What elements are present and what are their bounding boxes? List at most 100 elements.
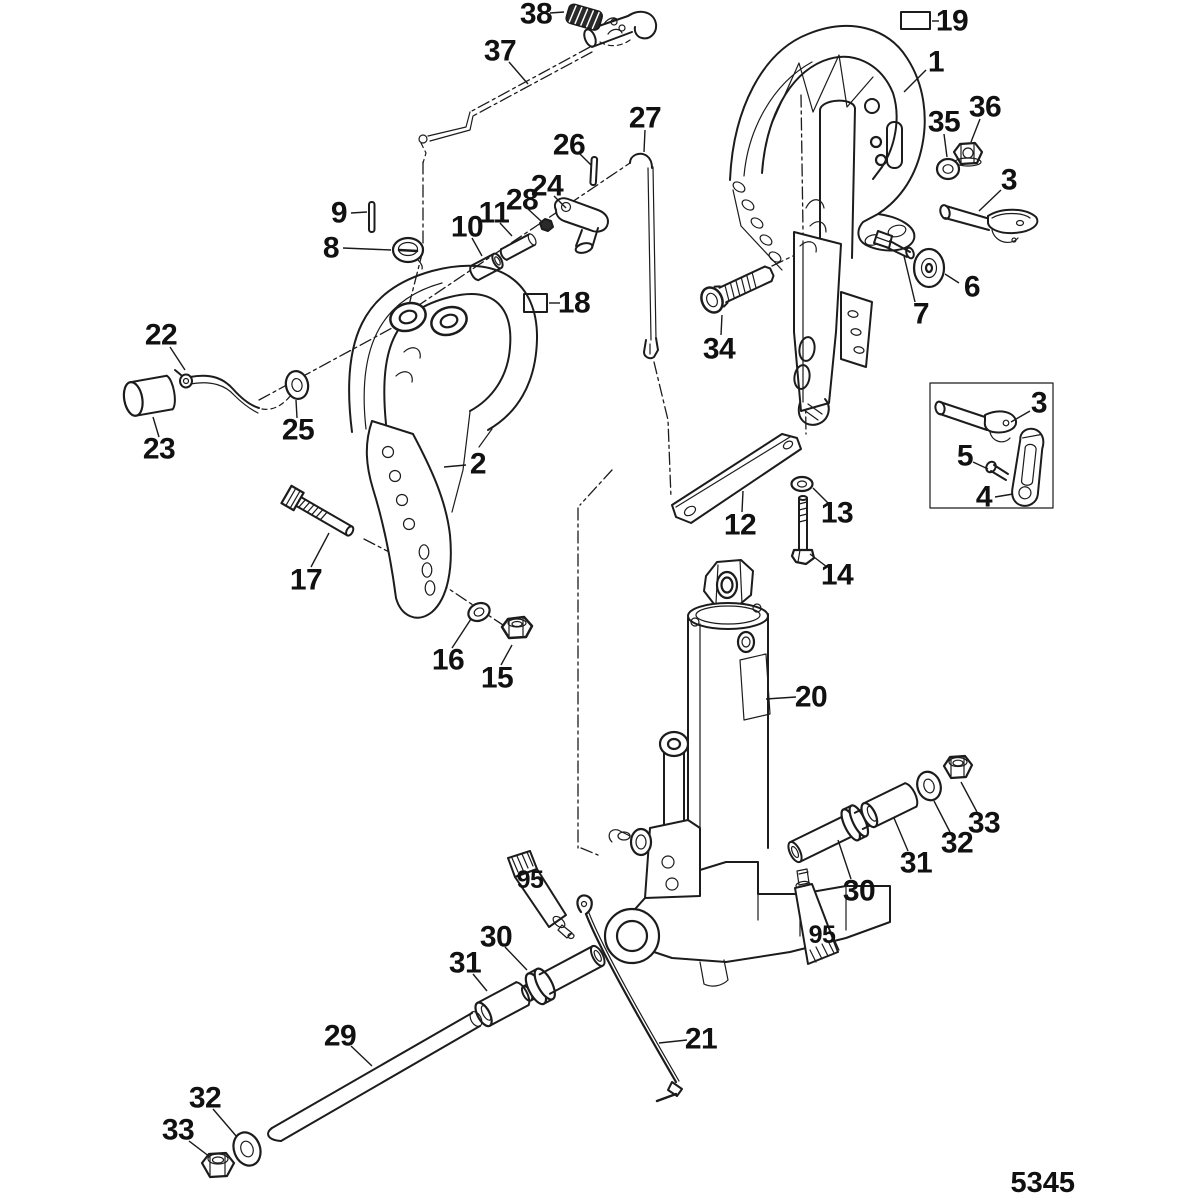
callout-label-13: 13 — [821, 497, 853, 530]
part-6-roller — [912, 247, 946, 289]
callout-leader-20 — [765, 696, 797, 700]
callout-label-34: 34 — [703, 333, 736, 366]
part-16-washer — [467, 601, 491, 623]
part-35-washer — [935, 157, 961, 181]
part-4-latch-plate — [1011, 427, 1045, 507]
part-15-locknut — [500, 615, 534, 640]
callout-label-33: 33 — [162, 1114, 194, 1147]
callout-leader-23 — [152, 416, 160, 438]
part-31-bushing-left — [474, 981, 531, 1028]
callout-leader-31 — [893, 817, 909, 852]
callout-label-32: 32 — [189, 1082, 221, 1115]
callout-label-37: 37 — [484, 35, 516, 68]
callout-leader-31 — [472, 973, 488, 992]
callout-leader-14 — [809, 553, 828, 568]
callout-leader-12 — [741, 490, 744, 513]
part-32-washer-left — [232, 1131, 262, 1167]
callout-leader-5 — [972, 461, 989, 470]
part-3-tilt-pin-upper — [939, 204, 1039, 244]
callout-label-11: 11 — [479, 197, 510, 230]
callout-label-26: 26 — [553, 129, 585, 162]
callout-leader-30 — [837, 839, 852, 880]
part-9-pin — [368, 201, 376, 233]
callout-leader-16 — [451, 618, 472, 649]
callout-label-2: 2 — [470, 448, 486, 481]
part-18-fastener-tag — [523, 293, 548, 313]
callout-leader-1 — [903, 69, 927, 93]
callout-label-27: 27 — [629, 102, 661, 135]
callout-label-14: 14 — [821, 559, 854, 592]
callout-leader-17 — [310, 532, 330, 568]
callout-leader-37 — [508, 61, 529, 85]
callout-leader-30 — [504, 946, 528, 971]
callout-label-36: 36 — [969, 91, 1001, 124]
callout-label-95: 95 — [809, 921, 836, 949]
callout-leader-13 — [812, 487, 829, 504]
callout-label-3: 3 — [1001, 164, 1017, 197]
part-19-fastener-tag — [900, 11, 931, 30]
part-31-bushing-right — [860, 782, 919, 829]
part-29-pivot-shaft — [267, 1011, 483, 1142]
callout-label-33: 33 — [968, 807, 1000, 840]
callout-leader-2 — [443, 464, 467, 468]
part-7-shoulder-bolt — [873, 230, 915, 260]
callout-leader-8 — [342, 247, 392, 251]
part-12-anchor-bar — [671, 433, 802, 524]
callout-leader-6 — [944, 273, 960, 284]
callout-leader-15 — [500, 644, 513, 666]
callout-label-18: 18 — [558, 287, 590, 320]
callout-label-31: 31 — [449, 947, 481, 980]
callout-leader-33 — [960, 781, 978, 813]
part-32-washer-right — [916, 770, 942, 802]
callout-label-6: 6 — [964, 271, 980, 304]
callout-label-12: 12 — [724, 509, 756, 542]
callout-label-16: 16 — [432, 644, 464, 677]
callout-leader-4 — [994, 493, 1014, 498]
callout-label-31: 31 — [900, 847, 932, 880]
part-37-tilt-rod — [418, 46, 593, 164]
part-34-clamp-bolt — [700, 265, 775, 314]
callout-label-30: 30 — [480, 921, 512, 954]
drawing-number: 5345 — [1010, 1167, 1075, 1199]
parts-line-art — [122, 3, 1054, 1179]
callout-leader-38 — [549, 11, 565, 14]
cylinder-valve-body — [608, 819, 701, 909]
callout-leader-29 — [350, 1045, 373, 1067]
part-95-lube-tube-right — [794, 868, 840, 965]
callout-leader-32 — [212, 1108, 238, 1138]
part-21-retaining-wire — [576, 894, 683, 1103]
part-11-pin — [499, 233, 537, 261]
callout-leader-24 — [553, 195, 567, 209]
callout-label-21: 21 — [685, 1023, 717, 1056]
callout-label-7: 7 — [913, 298, 929, 331]
part-95-lube-tube-left — [507, 850, 575, 940]
callout-label-32: 32 — [941, 827, 973, 860]
callout-label-1: 1 — [928, 46, 944, 79]
callout-label-17: 17 — [290, 564, 322, 597]
part-33-locknut-right — [942, 754, 974, 780]
callout-label-9: 9 — [331, 197, 347, 230]
part-26-pin — [589, 155, 599, 186]
callout-label-3: 3 — [1031, 387, 1047, 420]
callout-leader-9 — [350, 211, 368, 214]
part-27-link-rod — [629, 152, 659, 360]
part-37-latch-end — [583, 10, 658, 48]
callout-leader-34 — [720, 314, 723, 336]
part-24-lever — [554, 197, 609, 254]
callout-leader-32 — [933, 800, 951, 833]
callout-leader-21 — [658, 1039, 688, 1044]
callout-label-23: 23 — [143, 433, 175, 466]
detail-box-tilt-pin — [929, 382, 1054, 509]
part-28-nut — [539, 218, 554, 232]
callout-label-35: 35 — [928, 106, 960, 139]
callout-leader-27 — [643, 129, 646, 153]
callout-label-20: 20 — [795, 681, 827, 714]
callout-leader-36 — [970, 118, 981, 143]
callout-leader-11 — [499, 222, 513, 237]
callout-label-95: 95 — [517, 866, 544, 894]
callout-label-8: 8 — [323, 232, 339, 265]
callout-label-4: 4 — [976, 481, 993, 514]
callout-label-28: 28 — [506, 184, 538, 217]
